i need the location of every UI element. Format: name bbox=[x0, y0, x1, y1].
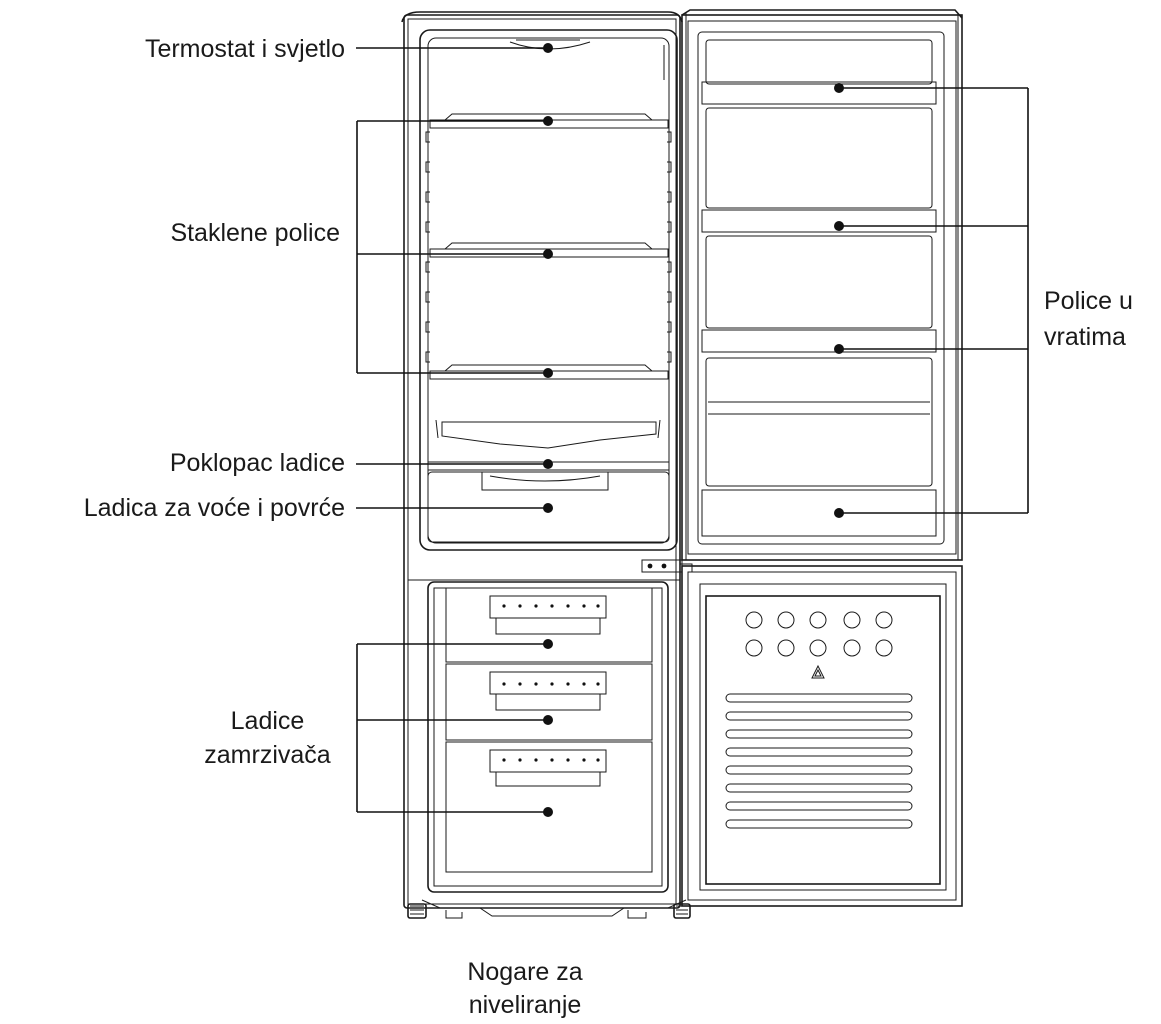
cabinet-body bbox=[402, 12, 682, 908]
upper-door bbox=[682, 10, 962, 560]
leader-glass-shelves bbox=[357, 116, 553, 378]
label-door-shelves-line1: Police u bbox=[1044, 286, 1133, 316]
label-freezer-drawers-line2: zamrzivača bbox=[200, 740, 335, 770]
door-shelf-3 bbox=[702, 236, 936, 352]
label-crisper: Ladica za voće i povrće bbox=[0, 493, 345, 523]
freezer-drawer-2 bbox=[446, 664, 652, 740]
leader-thermostat bbox=[356, 43, 553, 53]
label-feet-line1: Nogare za bbox=[440, 957, 610, 987]
shelf-rails bbox=[426, 45, 671, 362]
label-glass-shelves: Staklene police bbox=[40, 218, 340, 248]
door-vent-slots bbox=[726, 694, 912, 828]
freezer-drawer-1 bbox=[446, 588, 652, 662]
recycle-icon bbox=[812, 666, 824, 678]
leader-drawer-cover bbox=[356, 459, 553, 469]
door-shelf-4 bbox=[702, 358, 936, 536]
leader-freezer-drawers bbox=[357, 639, 553, 817]
leader-door-shelves bbox=[834, 83, 1028, 518]
lower-door bbox=[682, 566, 962, 906]
label-feet-line2: niveliranje bbox=[440, 990, 610, 1020]
leader-crisper bbox=[356, 503, 553, 513]
label-freezer-drawers-line1: Ladice bbox=[200, 706, 335, 736]
label-thermostat: Termostat i svjetlo bbox=[40, 34, 345, 64]
label-drawer-cover: Poklopac ladice bbox=[40, 448, 345, 478]
door-shelf-1 bbox=[702, 40, 936, 104]
leveling-feet bbox=[408, 900, 690, 918]
door-circles bbox=[746, 612, 892, 656]
door-shelf-2 bbox=[702, 108, 936, 232]
label-door-shelves-line2: vratima bbox=[1044, 322, 1126, 352]
freezer-drawer-3 bbox=[446, 742, 652, 872]
